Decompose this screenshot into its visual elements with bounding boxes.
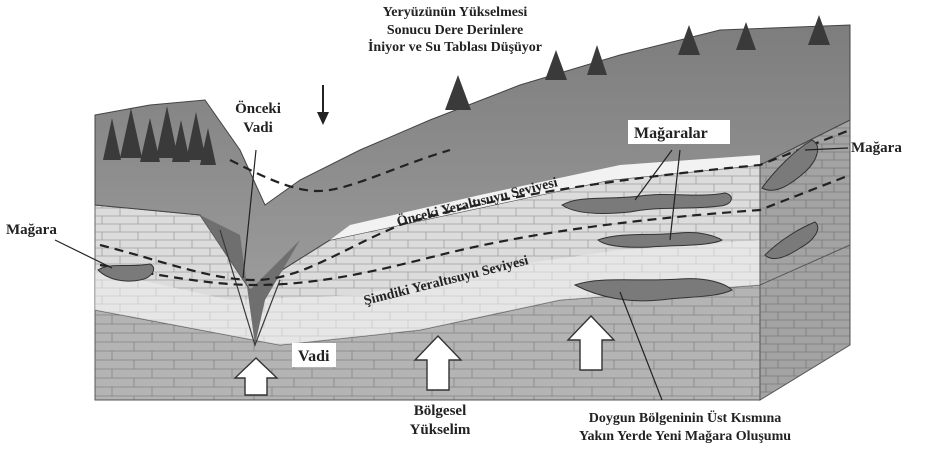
bolgesel-yukselim-label: Bölgesel Yükselim (380, 402, 500, 440)
top-caption-line-2: Sonucu Dere Derinlere (330, 22, 580, 40)
magaralar-label: Mağaralar (634, 125, 708, 142)
vadi-label: Vadi (298, 348, 330, 365)
onceki-vadi-line-2: Vadi (228, 119, 288, 138)
doygun-line-1: Doygun Bölgeninin Üst Kısmına (520, 410, 850, 428)
doygun-line-2: Yakın Yerde Yeni Mağara Oluşumu (520, 428, 850, 446)
doygun-bolge-label: Doygun Bölgeninin Üst Kısmına Yakın Yerd… (520, 410, 850, 445)
top-caption-line-3: İniyor ve Su Tablası Düşüyor (330, 39, 580, 57)
top-caption-line-1: Yeryüzünün Yükselmesi (330, 4, 580, 22)
magara-right-label: Mağara (851, 140, 902, 156)
onceki-vadi-line-1: Önceki (228, 100, 288, 119)
magara-left-label: Mağara (6, 222, 57, 238)
down-arrow (317, 85, 329, 125)
onceki-vadi-label: Önceki Vadi (228, 100, 288, 138)
bolgesel-line-1: Bölgesel (380, 402, 500, 421)
top-caption: Yeryüzünün Yükselmesi Sonucu Dere Derinl… (330, 4, 580, 57)
bolgesel-line-2: Yükselim (380, 421, 500, 440)
